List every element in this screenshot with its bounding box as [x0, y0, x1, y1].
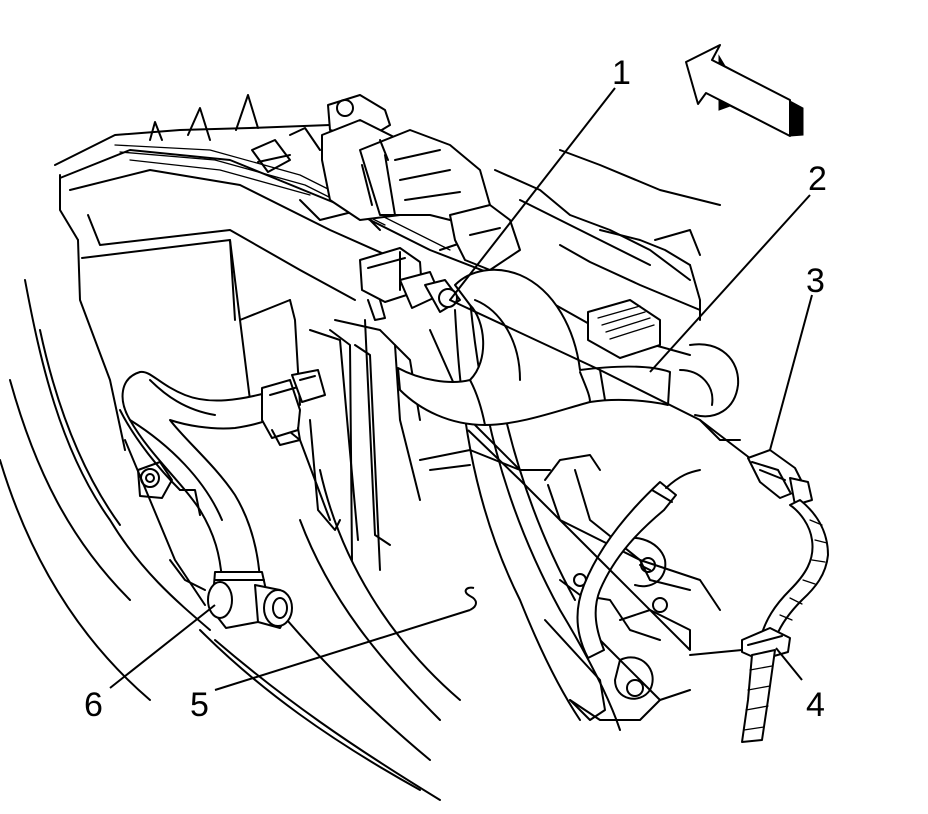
direction-arrow-icon	[685, 44, 804, 137]
leader-5	[214, 609, 471, 691]
leader-lines	[109, 87, 813, 691]
callout-1: 1	[612, 54, 631, 92]
leader-2-lower	[467, 429, 691, 651]
leader-4	[775, 647, 803, 681]
callout-labels: 1 2 3 4 5 6	[84, 54, 827, 724]
throttle-body-assembly	[251, 94, 521, 271]
leader-2	[649, 194, 811, 373]
heater-hose-left	[121, 369, 326, 629]
callout-4: 4	[806, 686, 825, 724]
lower-hose	[576, 469, 701, 659]
callout-3: 3	[806, 262, 825, 300]
callout-6: 6	[84, 686, 103, 724]
callout-5: 5	[190, 686, 209, 724]
upper-hose	[397, 268, 671, 426]
callout-2: 2	[808, 160, 827, 198]
leader-3	[769, 294, 813, 451]
electrical-connector	[359, 247, 461, 321]
leader-1	[449, 87, 616, 301]
leader-5-squiggle	[464, 586, 477, 611]
leader-6	[109, 604, 216, 689]
